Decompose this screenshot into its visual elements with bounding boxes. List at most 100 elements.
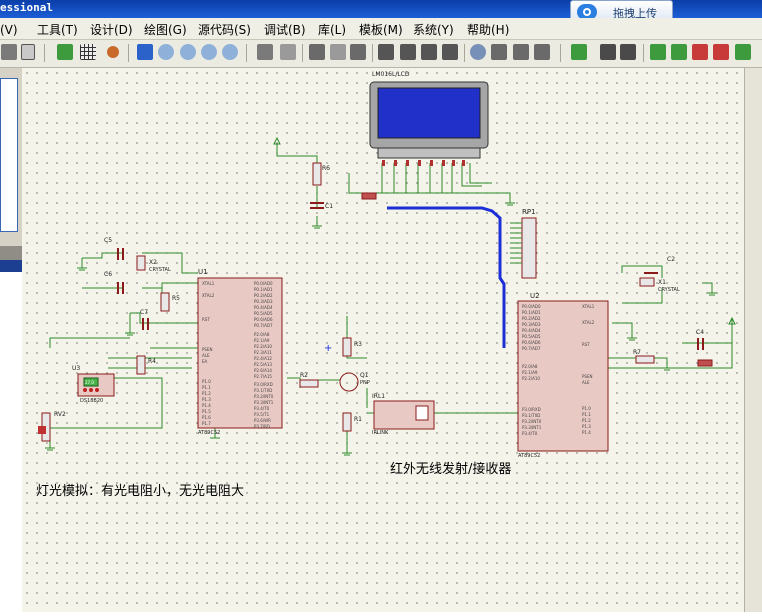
overview-window[interactable] xyxy=(0,78,18,232)
svg-text:P2.3/A11: P2.3/A11 xyxy=(254,350,272,355)
svg-text:P3.1/TXD: P3.1/TXD xyxy=(254,388,272,393)
svg-text:P0.7/AD7: P0.7/AD7 xyxy=(522,346,541,351)
zoom-area-icon[interactable] xyxy=(222,44,238,60)
design-explorer-icon[interactable] xyxy=(650,44,666,60)
svg-text:P3.0/RXD: P3.0/RXD xyxy=(254,382,273,387)
svg-text:P2.2/A10: P2.2/A10 xyxy=(522,376,540,381)
svg-text:P0.4/AD4: P0.4/AD4 xyxy=(254,305,273,310)
block-copy-icon[interactable] xyxy=(378,44,394,60)
r4-resistor: R4 xyxy=(136,355,156,375)
origin-icon[interactable] xyxy=(107,46,119,58)
panel-splitter[interactable] xyxy=(0,246,22,260)
schematic-canvas[interactable]: LM016L/LCD R6 C1 RP1 xyxy=(22,68,744,612)
svg-text:P0.1/AD1: P0.1/AD1 xyxy=(254,287,273,292)
svg-text:P0.2/AD2: P0.2/AD2 xyxy=(522,316,541,321)
menu-design[interactable]: 设计(D) xyxy=(90,23,133,37)
svg-text:RV2: RV2 xyxy=(54,411,66,418)
menu-debug[interactable]: 调试(B) xyxy=(264,23,306,37)
svg-text:C7: C7 xyxy=(140,309,148,316)
menu-view[interactable]: 看(V) xyxy=(0,23,18,37)
svg-text:ALE: ALE xyxy=(202,353,210,358)
refresh-icon[interactable] xyxy=(57,44,73,60)
svg-text:P2.0/A8: P2.0/A8 xyxy=(254,332,270,337)
svg-text:CRYSTAL: CRYSTAL xyxy=(149,267,171,273)
svg-text:C6: C6 xyxy=(104,271,112,278)
svg-text:AT89C52: AT89C52 xyxy=(198,430,220,436)
pan-icon[interactable] xyxy=(137,44,153,60)
svg-text:P3.6/WR: P3.6/WR xyxy=(254,418,271,423)
svg-text:P3.2/INT0: P3.2/INT0 xyxy=(522,419,542,424)
packaging-icon[interactable] xyxy=(513,44,529,60)
lcd-contrast-pot xyxy=(361,192,377,200)
vertical-scrollbar[interactable] xyxy=(744,68,762,612)
svg-text:P1.1: P1.1 xyxy=(582,412,591,417)
svg-text:P1.1: P1.1 xyxy=(202,385,211,390)
c4-capacitor: C4 xyxy=(696,329,704,350)
decompose-icon[interactable] xyxy=(534,44,550,60)
drag-upload-label: 拖拽上传 xyxy=(613,7,657,20)
svg-text:CRYSTAL: CRYSTAL xyxy=(658,287,680,293)
menu-template[interactable]: 模板(M) xyxy=(359,23,403,37)
svg-text:P3.4/T0: P3.4/T0 xyxy=(522,431,538,436)
svg-text:P3.7/RD: P3.7/RD xyxy=(254,424,270,429)
bill-of-materials-icon[interactable] xyxy=(713,44,729,60)
zoom-all-icon[interactable] xyxy=(201,44,217,60)
print-icon[interactable] xyxy=(1,44,17,60)
block-delete-icon[interactable] xyxy=(442,44,458,60)
svg-text:IRLINK: IRLINK xyxy=(372,430,389,436)
block-rotate-icon[interactable] xyxy=(421,44,437,60)
menu-graph[interactable]: 绘图(G) xyxy=(144,23,187,37)
menu-bar: 看(V) 工具(T) 设计(D) 绘图(G) 源代码(S) 调试(B) 库(L)… xyxy=(0,18,762,40)
svg-text:P0.1/AD1: P0.1/AD1 xyxy=(522,310,541,315)
menu-library[interactable]: 库(L) xyxy=(318,23,347,37)
search-icon[interactable] xyxy=(600,44,616,60)
menu-source[interactable]: 源代码(S) xyxy=(198,23,251,37)
cursor-crosshair: + xyxy=(324,343,332,354)
svg-text:R4: R4 xyxy=(148,358,156,365)
svg-text:XTAL1: XTAL1 xyxy=(202,281,215,286)
remove-sheet-icon[interactable] xyxy=(692,44,708,60)
block-move-icon[interactable] xyxy=(400,44,416,60)
undo-icon[interactable] xyxy=(257,44,273,60)
make-device-icon[interactable] xyxy=(491,44,507,60)
copy-icon[interactable] xyxy=(330,44,346,60)
menu-system[interactable]: 系统(Y) xyxy=(413,23,454,37)
svg-text:P0.6/AD6: P0.6/AD6 xyxy=(254,317,273,322)
svg-text:P1.0: P1.0 xyxy=(202,379,211,384)
object-selector-list[interactable] xyxy=(0,272,22,612)
svg-text:AT89C52: AT89C52 xyxy=(518,453,540,459)
q1-transistor: Q1 PNP xyxy=(339,372,370,392)
svg-text:R3: R3 xyxy=(354,341,362,348)
svg-text:27.0: 27.0 xyxy=(85,380,94,385)
wire xyxy=(276,144,318,163)
svg-text:P2.7/A15: P2.7/A15 xyxy=(254,374,272,379)
pick-device-icon[interactable] xyxy=(470,44,486,60)
menu-help[interactable]: 帮助(H) xyxy=(467,23,510,37)
netlist-icon[interactable] xyxy=(735,44,751,60)
copy-page-icon[interactable] xyxy=(21,44,35,60)
schematic-drawing: LM016L/LCD R6 C1 RP1 xyxy=(38,71,736,459)
paste-icon[interactable] xyxy=(350,44,366,60)
svg-text:P0.5/AD5: P0.5/AD5 xyxy=(522,334,541,339)
svg-text:P1.3: P1.3 xyxy=(582,424,591,429)
wire-autorouter-icon[interactable] xyxy=(571,44,587,60)
redo-icon[interactable] xyxy=(280,44,296,60)
c7-capacitor: C7 xyxy=(140,309,149,330)
zoom-in-icon[interactable] xyxy=(158,44,174,60)
window-title: essional xyxy=(0,1,53,14)
reset-button xyxy=(697,359,713,367)
svg-text:P0.3/AD3: P0.3/AD3 xyxy=(254,299,273,304)
svg-text:P1.7: P1.7 xyxy=(202,421,211,426)
svg-text:P2.4/A12: P2.4/A12 xyxy=(254,356,272,361)
cut-icon[interactable] xyxy=(309,44,325,60)
r5-resistor: R5 xyxy=(160,292,180,312)
svg-text:P3.5/T1: P3.5/T1 xyxy=(254,412,270,417)
svg-text:DS18B20: DS18B20 xyxy=(80,398,103,404)
menu-tools[interactable]: 工具(T) xyxy=(37,23,78,37)
property-assign-icon[interactable] xyxy=(620,44,636,60)
svg-text:P3.2/INT0: P3.2/INT0 xyxy=(254,394,274,399)
zoom-out-icon[interactable] xyxy=(180,44,196,60)
r6-resistor: R6 xyxy=(312,162,330,186)
grid-icon[interactable] xyxy=(80,44,96,60)
new-sheet-icon[interactable] xyxy=(671,44,687,60)
